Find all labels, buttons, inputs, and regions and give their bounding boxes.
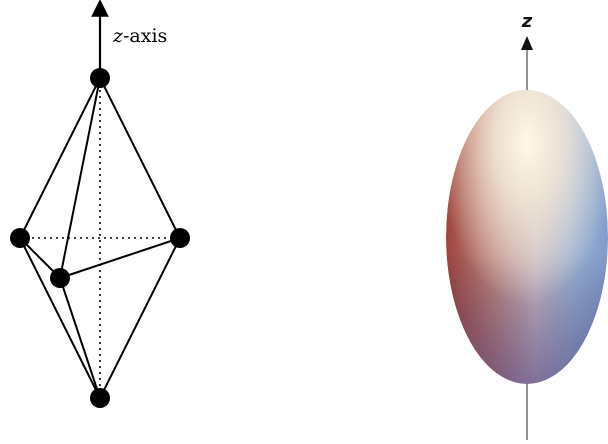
ellipsoid	[446, 90, 608, 384]
bipyramid-diagram: z-axis	[10, 0, 190, 408]
vertices	[10, 68, 190, 408]
z-axis-arrowhead	[521, 36, 533, 50]
vertex-left	[10, 228, 30, 248]
ellipsoid-diagram: z	[446, 11, 608, 440]
hidden-edges	[20, 78, 180, 398]
z-axis-label-right: z	[521, 11, 533, 32]
vertex-top	[90, 68, 110, 88]
z-axis-label: z-axis	[112, 25, 167, 47]
vertex-right	[170, 228, 190, 248]
vertex-bottom	[90, 388, 110, 408]
visible-edges	[19, 77, 181, 399]
vertex-front	[50, 268, 70, 288]
